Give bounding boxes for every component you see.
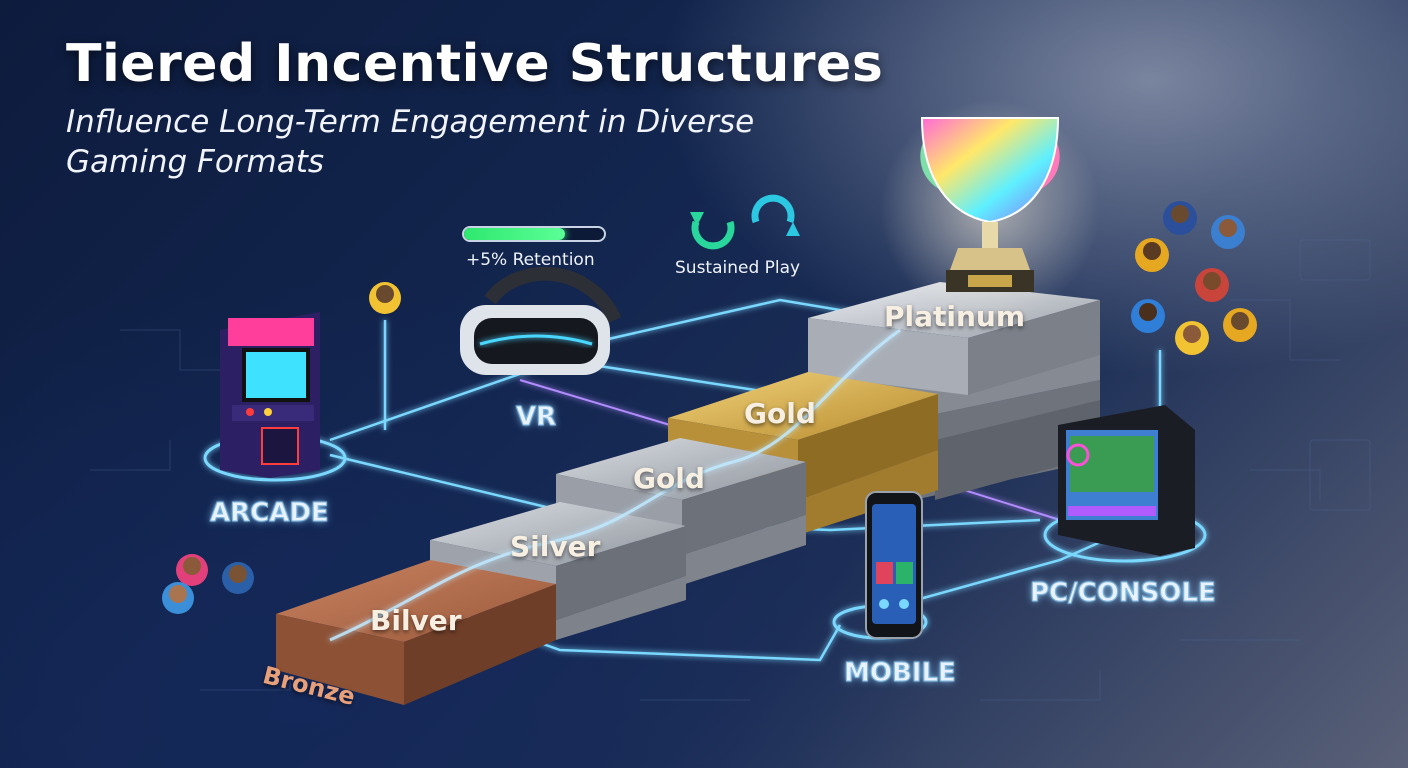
platform-label-mobile: MOBILE	[844, 658, 957, 689]
vr-headset-icon	[460, 266, 622, 375]
tier-label-bilver: Bilver	[370, 604, 462, 637]
platform-label-arcade: ARCADE	[210, 498, 330, 529]
smartphone-icon	[832, 491, 928, 640]
avatar	[162, 582, 194, 614]
platform-label-pc-console: PC/CONSOLE	[1030, 578, 1217, 609]
step-silver	[430, 502, 686, 640]
player-avatars	[162, 201, 1257, 614]
page-title: Tiered Incentive Structures	[66, 34, 884, 94]
avatar	[1135, 238, 1169, 272]
avatar	[1175, 321, 1209, 355]
avatar	[1163, 201, 1197, 235]
avatar	[1211, 215, 1245, 249]
avatar	[369, 282, 401, 314]
circuit-background	[90, 239, 1371, 701]
pc-console-icon	[1043, 405, 1207, 563]
avatar	[1223, 308, 1257, 342]
avatar	[222, 562, 254, 594]
step-bronze	[276, 560, 556, 705]
progress-path	[329, 328, 901, 642]
step-gold-lower	[556, 438, 806, 585]
sustained-play-icon	[690, 194, 800, 250]
tier-label-gold-lower: Gold	[633, 462, 705, 495]
avatar	[1131, 299, 1165, 333]
avatar	[1195, 268, 1229, 302]
page-subtitle: Influence Long-Term Engagement in Divers…	[66, 104, 755, 180]
tier-label-platinum: Platinum	[884, 300, 1026, 333]
avatar	[176, 554, 208, 586]
retention-progress-fill	[464, 228, 565, 240]
platform-label-vr: VR	[515, 402, 557, 433]
tier-label-gold-upper: Gold	[744, 397, 816, 430]
sustained-play-label: Sustained Play	[675, 258, 801, 278]
tier-label-silver: Silver	[510, 530, 601, 563]
trophy-icon	[880, 100, 1100, 320]
retention-progress-bar	[462, 226, 606, 242]
arcade-cabinet-icon	[203, 312, 347, 482]
retention-label: +5% Retention	[466, 250, 595, 270]
